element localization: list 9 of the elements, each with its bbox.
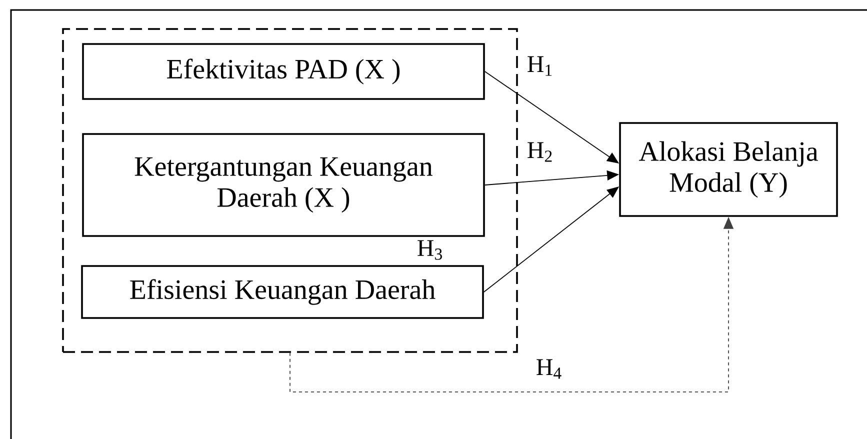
outcome-box: Alokasi Belanja Modal (Y)	[619, 122, 838, 217]
edge-label: H$_{4}$	[534, 358, 564, 380]
edge-label: H$_{1}$	[526, 55, 554, 77]
group-box	[62, 28, 518, 353]
variable-box: Efektivitas PAD (X )	[82, 43, 485, 100]
edge-label: H$_{2}$	[526, 141, 554, 163]
variable-box: Efisiensi Keuangan Daerah	[81, 265, 484, 319]
edge-label: H$_{3}$	[416, 239, 444, 261]
variable-box: Ketergantungan Keuangan Daerah (X )	[82, 133, 485, 237]
